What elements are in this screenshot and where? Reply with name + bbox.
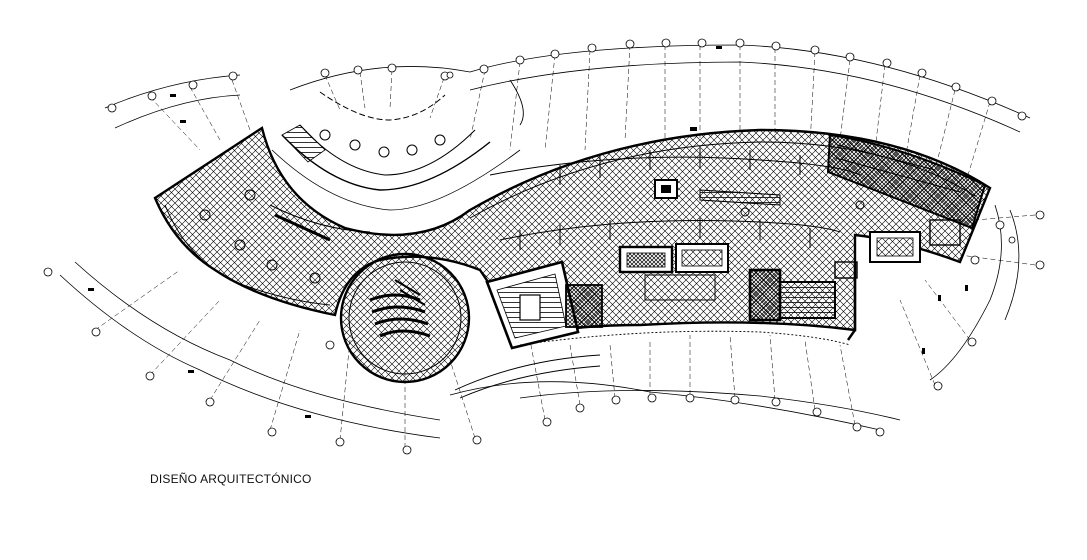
stair-core-west xyxy=(485,260,603,350)
grid-bubbles xyxy=(43,38,1045,455)
circular-auditorium xyxy=(339,252,471,384)
drawing-caption: DISEÑO ARQUITECTÓNICO xyxy=(150,472,312,486)
north-east-block xyxy=(826,133,987,341)
furniture-tables xyxy=(199,129,865,284)
dimension-ticks xyxy=(88,46,968,418)
central-rooms xyxy=(618,179,836,322)
north-terrace xyxy=(271,91,521,211)
approach-path xyxy=(454,79,851,399)
radial-grid-lines xyxy=(94,44,1036,448)
interior-partitions xyxy=(269,148,861,250)
